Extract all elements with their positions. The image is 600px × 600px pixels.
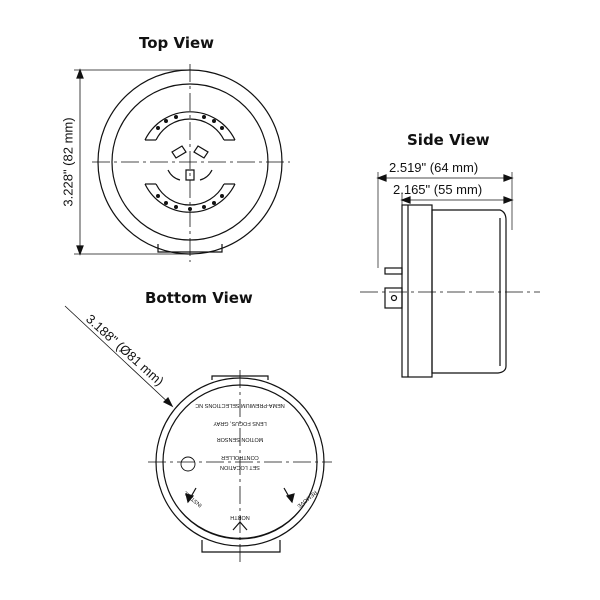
bottom-view-title: Bottom View [145, 289, 253, 307]
top-prong-left [171, 145, 187, 159]
top-height-arrow-bottom [76, 245, 84, 256]
bottom-north-marker [232, 521, 248, 531]
top-lower-arc-inner [155, 183, 225, 206]
bottom-remove-arrowhead [285, 493, 295, 504]
side-prong-lower [384, 287, 403, 309]
side-overall-dimension-label: 2.519" (64 mm) [389, 160, 479, 175]
side-body-outline [431, 209, 507, 374]
bottom-text-line2: LENS FOCUS, GRAY [213, 420, 267, 426]
top-prong-right [193, 145, 209, 159]
side-body-arrow-right [503, 196, 514, 204]
bottom-text-remove: REMOVE [295, 489, 317, 509]
bottom-inner-arc [179, 509, 301, 539]
top-view-title: Top View [139, 34, 215, 52]
side-flange [401, 204, 433, 378]
bottom-install-arrowhead [185, 493, 195, 504]
top-height-arrow-top [76, 68, 84, 79]
top-view-drawing [74, 64, 290, 262]
side-body-arrow-left [400, 196, 411, 204]
top-slot-right [199, 169, 213, 181]
side-body-dimension-label: 2.165" (55 mm) [393, 182, 483, 197]
bottom-diameter-leader [64, 305, 173, 407]
bottom-text-line1: NEMA-PREMIUM SELECTIONS NC [195, 402, 285, 408]
side-overall-arrow-left [376, 174, 387, 182]
top-upper-arc-outer [144, 111, 236, 141]
top-lower-arc-outer [144, 183, 236, 213]
top-prong-bottom [185, 169, 195, 181]
side-overall-arrow-right [503, 174, 514, 182]
bottom-text-line4: CONTROLLER [221, 454, 259, 460]
side-view-title: Side View [407, 131, 490, 149]
side-prong-upper [384, 267, 403, 275]
bottom-view-text: NEMA-PREMIUM SELECTIONS NC LENS FOCUS, G… [183, 402, 318, 520]
bottom-foot-tab [201, 540, 281, 553]
top-upper-arc-inner [155, 118, 225, 141]
bottom-view-drawing [64, 305, 332, 562]
bottom-text-line3: MOTION SENSOR [217, 436, 264, 442]
top-contact-dots [156, 115, 224, 211]
side-prong-hole [390, 294, 398, 302]
bottom-cert-mark [180, 456, 196, 472]
top-slot-left [167, 169, 181, 181]
bottom-diameter-arrow [162, 396, 174, 408]
bottom-text-line5: SET LOCATION [220, 464, 260, 470]
side-view-drawing [360, 172, 540, 378]
bottom-text-north: NORTH [230, 514, 249, 520]
